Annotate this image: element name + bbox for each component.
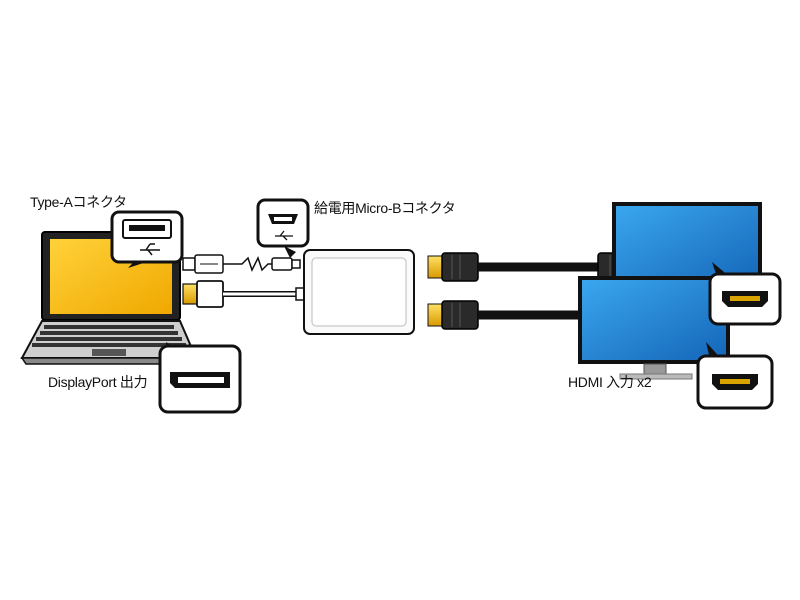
micro-b-callout <box>256 198 310 258</box>
type-a-callout <box>110 210 184 268</box>
displayport-callout <box>158 342 242 414</box>
micro-b-label: 給電用Micro-Bコネクタ <box>314 200 456 216</box>
usb-cable <box>182 254 301 274</box>
displayport-label: DisplayPort 出力 <box>48 374 148 390</box>
hdmi-callout-top <box>708 262 782 326</box>
type-a-label: Type-Aコネクタ <box>30 194 127 210</box>
monitor-icon <box>578 202 762 380</box>
displayport-cable <box>182 280 307 308</box>
adapter-icon <box>303 249 415 335</box>
hdmi-label: HDMI 入力 x2 <box>568 374 652 390</box>
usb-symbol-icon <box>140 243 160 256</box>
hdmi-callout-bottom <box>696 342 774 410</box>
